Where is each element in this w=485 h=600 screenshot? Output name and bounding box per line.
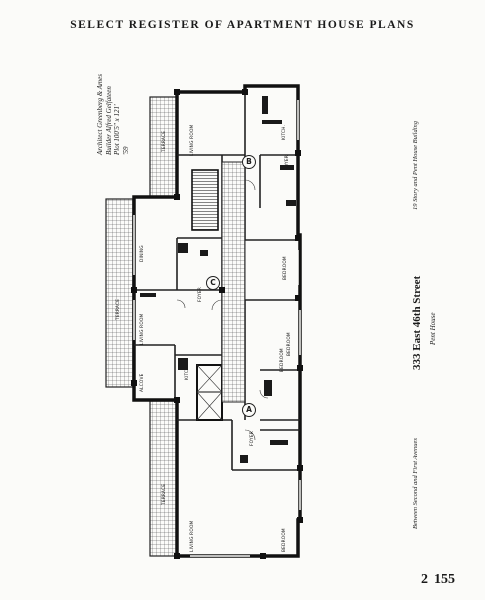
room-label-living-b: LIVING ROOM [190, 124, 195, 156]
door-swings [176, 179, 269, 441]
unit-marker-b: B [242, 155, 256, 169]
page-number-value: 155 [434, 572, 455, 587]
unit-marker-c: C [206, 276, 220, 290]
room-label-kitchen-c: KITCH. [185, 364, 190, 380]
terrace-bottom [149, 400, 178, 557]
unit-marker-a: A [242, 403, 256, 417]
room-label-living-a: LIVING ROOM [190, 520, 195, 552]
room-label-foyer-c: FOYER [198, 287, 203, 302]
room-label-terrace-b: TERRACE [162, 130, 167, 152]
fixtures [140, 96, 296, 463]
columns [131, 89, 303, 559]
room-label-bedroom-a2: BEDROOM [287, 332, 292, 356]
page-plate: 2 [421, 572, 428, 587]
room-label-foyer-b: FOYER [285, 155, 290, 170]
room-label-bedroom-b: BEDROOM [283, 256, 288, 280]
room-label-living-c: LIVING ROOM [140, 313, 145, 345]
page-header-title: SELECT REGISTER OF APARTMENT HOUSE PLANS [70, 19, 415, 31]
corridor [221, 161, 246, 403]
room-label-alcove-c: ALCOVE [140, 373, 145, 393]
window-openings [133, 100, 301, 557]
room-label-terrace-c: TERRACE [116, 298, 121, 320]
stair-core [191, 169, 219, 231]
page-number: 2 155 [421, 572, 455, 588]
room-label-foyer-a: FOYER [250, 431, 255, 446]
room-label-bedroom-c: BEDROOM [280, 348, 285, 372]
room-label-dining-c: DINING [140, 245, 145, 262]
terrace-left [105, 198, 135, 388]
elevator-cross [196, 364, 223, 421]
room-label-terrace-a: TERRACE [162, 483, 167, 505]
room-label-kitchen-b: KITCH. [282, 124, 287, 140]
room-label-bedroom-a: BEDROOM [282, 528, 287, 552]
